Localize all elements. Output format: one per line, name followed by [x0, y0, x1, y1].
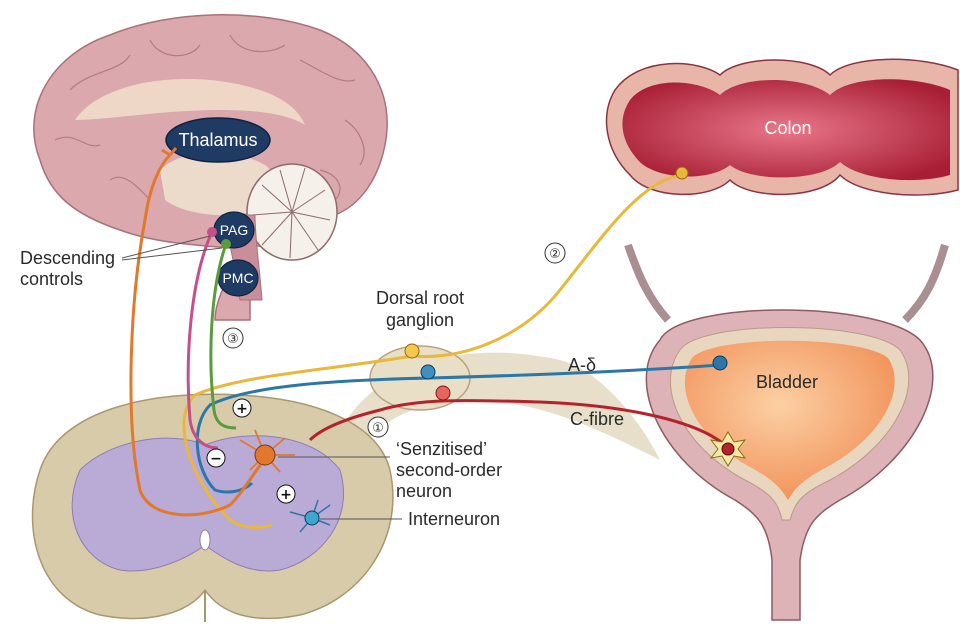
inhibitory-sign: − — [207, 449, 225, 467]
drg-label-line2: ganglion — [386, 310, 454, 330]
pag-label: PAG — [220, 222, 249, 238]
descending-label-line1: Descending — [20, 248, 115, 268]
step-1-marker: ① — [368, 417, 388, 437]
svg-text:②: ② — [549, 247, 561, 262]
brain — [34, 15, 387, 320]
drg-label-line1: Dorsal root — [376, 288, 464, 308]
bladder-label: Bladder — [756, 372, 818, 392]
colon-label: Colon — [764, 118, 811, 138]
svg-text:−: − — [210, 451, 222, 467]
neuron-label-line3: neuron — [396, 481, 452, 501]
svg-text:+: + — [280, 487, 292, 503]
a-delta-label: A-δ — [568, 355, 596, 375]
svg-text:③: ③ — [227, 332, 239, 347]
thalamus-nucleus: Thalamus — [166, 118, 270, 162]
pmc-nucleus: PMC — [218, 260, 258, 296]
interneuron-label: Interneuron — [408, 509, 500, 529]
neuron-label-line1: ‘Senzitised’ — [396, 439, 487, 459]
c-fibre-label: C-fibre — [570, 409, 624, 429]
step-3-marker: ③ — [223, 328, 243, 348]
bladder: Bladder — [628, 245, 945, 620]
thalamus-label: Thalamus — [178, 130, 257, 150]
svg-text:①: ① — [372, 421, 384, 436]
pmc-label: PMC — [222, 270, 253, 286]
excitatory-sign-top: + — [233, 399, 251, 417]
pag-nucleus: PAG — [214, 212, 254, 248]
colon: Colon — [607, 59, 958, 195]
dorsal-root-ganglion: Dorsal root ganglion — [370, 288, 470, 410]
excitatory-sign-bottom: + — [277, 485, 295, 503]
neuron-label-line2: second-order — [396, 460, 502, 480]
cerebellum — [247, 164, 337, 260]
svg-text:+: + — [236, 401, 248, 417]
descending-label-line2: controls — [20, 269, 83, 289]
step-2-marker: ② — [545, 243, 565, 263]
spinal-cord — [33, 353, 661, 622]
